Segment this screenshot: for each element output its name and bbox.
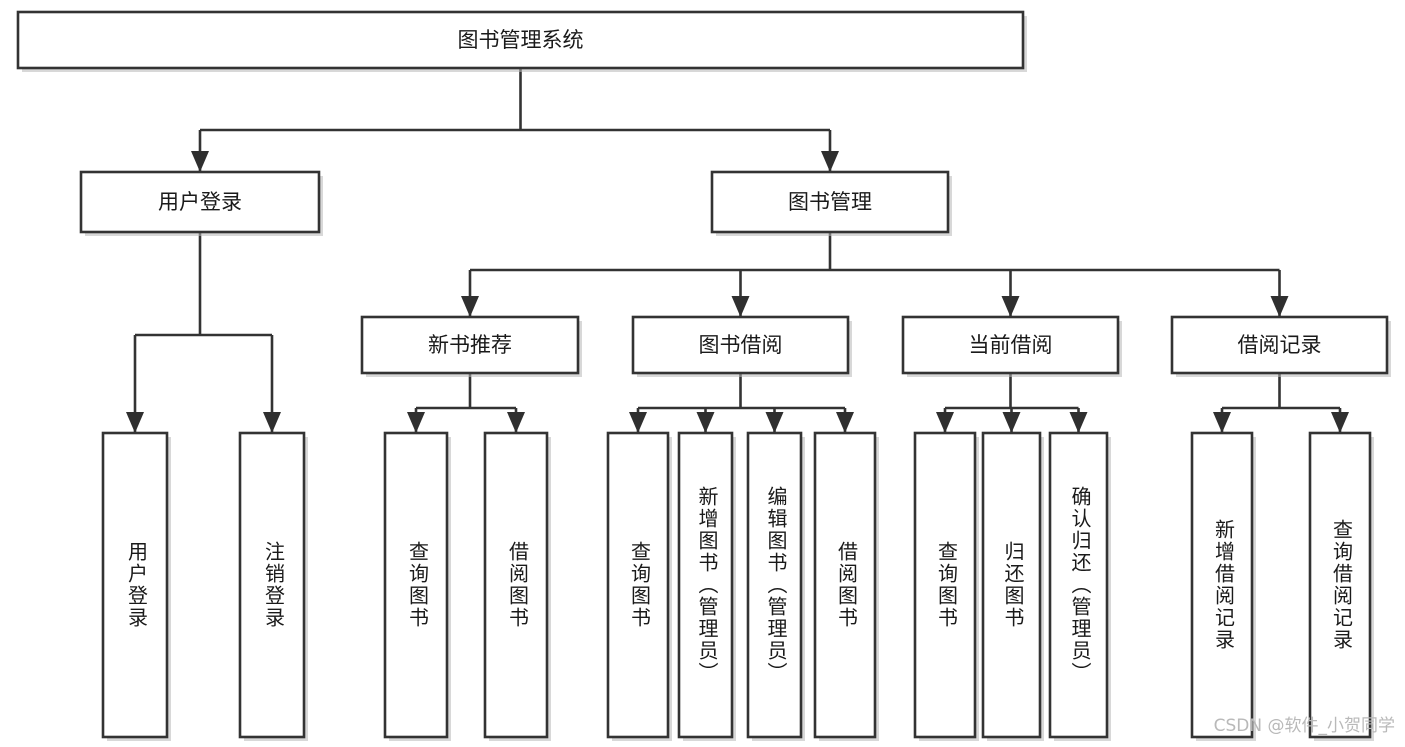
node-label: 确认归还（管理员）: [1068, 486, 1092, 684]
node-box: [1190, 431, 1254, 739]
node-label: 用户登录: [125, 541, 149, 629]
node-label: 新增借阅记录: [1212, 519, 1236, 651]
node-label: 查询图书: [628, 541, 652, 629]
node-layer: 图书管理系统用户登录图书管理用户登录注销登录新书推荐图书借阅当前借阅借阅记录查询…: [16, 10, 1391, 741]
node-box: [606, 431, 670, 739]
arrow-head: [765, 412, 784, 433]
node-box: [1308, 431, 1372, 739]
node-cb-confirm-return[interactable]: 确认归还（管理员）: [1048, 431, 1111, 741]
node-label: 查询图书: [935, 541, 959, 629]
node-box: [483, 431, 549, 739]
node-label: 用户登录: [158, 190, 242, 214]
node-label: 注销登录: [262, 541, 286, 629]
node-nbr-query-book[interactable]: 查询图书: [383, 431, 451, 741]
node-box: [101, 431, 169, 739]
node-label: 查询借阅记录: [1330, 519, 1354, 651]
node-box: [913, 431, 977, 739]
arrow-head: [629, 412, 647, 433]
arrow-head: [821, 151, 839, 172]
node-bb-edit-book[interactable]: 编辑图书（管理员）: [746, 431, 805, 741]
node-current-borrow[interactable]: 当前借阅: [901, 315, 1122, 377]
node-user-logout[interactable]: 注销登录: [238, 431, 308, 741]
node-root[interactable]: 图书管理系统: [16, 10, 1027, 72]
node-label: 查询图书: [406, 541, 430, 629]
arrow-head: [507, 412, 525, 433]
node-label: 借阅记录: [1238, 333, 1322, 357]
node-box: [901, 315, 1120, 375]
node-box: [16, 10, 1025, 70]
node-label: 新书推荐: [428, 333, 512, 357]
node-box: [677, 431, 734, 739]
node-new-book-recommend[interactable]: 新书推荐: [360, 315, 582, 377]
arrow-head: [836, 412, 854, 433]
node-box: [746, 431, 803, 739]
node-box: [981, 431, 1042, 739]
node-box: [710, 170, 950, 234]
node-box: [631, 315, 850, 375]
arrow-head: [1069, 412, 1088, 433]
node-label: 当前借阅: [969, 333, 1053, 357]
node-label: 新增图书（管理员）: [695, 486, 719, 684]
arrow-head: [1270, 296, 1289, 317]
arrow-head: [1331, 412, 1349, 433]
arrow-head: [1213, 412, 1231, 433]
node-box: [79, 170, 321, 234]
node-box: [1170, 315, 1389, 375]
node-borrow-record[interactable]: 借阅记录: [1170, 315, 1391, 377]
node-cb-query-book[interactable]: 查询图书: [913, 431, 979, 741]
node-user-login[interactable]: 用户登录: [79, 170, 323, 236]
node-bb-query-book[interactable]: 查询图书: [606, 431, 672, 741]
node-nbr-borrow-book[interactable]: 借阅图书: [483, 431, 551, 741]
node-label: 图书管理: [788, 190, 872, 214]
connector-layer: [126, 68, 1349, 433]
arrow-head: [191, 151, 209, 172]
node-br-add-record[interactable]: 新增借阅记录: [1190, 431, 1256, 741]
arrow-head: [461, 296, 479, 317]
node-label: 编辑图书（管理员）: [764, 486, 788, 684]
node-label: 图书管理系统: [458, 28, 584, 52]
arrow-head: [731, 296, 750, 317]
node-bb-add-book[interactable]: 新增图书（管理员）: [677, 431, 736, 741]
arrow-head: [696, 412, 715, 433]
arrow-head: [1001, 296, 1020, 317]
node-br-query-record[interactable]: 查询借阅记录: [1308, 431, 1374, 741]
node-box: [383, 431, 449, 739]
arrow-head: [936, 412, 954, 433]
node-label: 借阅图书: [506, 541, 530, 629]
node-bb-borrow-book[interactable]: 借阅图书: [813, 431, 879, 741]
node-label: 借阅图书: [835, 541, 859, 629]
node-user-login-do[interactable]: 用户登录: [101, 431, 171, 741]
arrow-head: [126, 412, 144, 433]
node-box: [1048, 431, 1109, 739]
node-cb-return-book[interactable]: 归还图书: [981, 431, 1044, 741]
arrow-head: [407, 412, 425, 433]
node-box: [813, 431, 877, 739]
node-box: [360, 315, 580, 375]
node-label: 图书借阅: [699, 333, 783, 357]
node-book-borrow[interactable]: 图书借阅: [631, 315, 852, 377]
node-box: [238, 431, 306, 739]
csdn-watermark: CSDN @软件_小贺同学: [1214, 716, 1395, 736]
node-label: 归还图书: [1001, 541, 1025, 629]
arrow-head: [263, 412, 281, 433]
node-book-management[interactable]: 图书管理: [710, 170, 952, 236]
arrow-head: [1002, 412, 1021, 433]
